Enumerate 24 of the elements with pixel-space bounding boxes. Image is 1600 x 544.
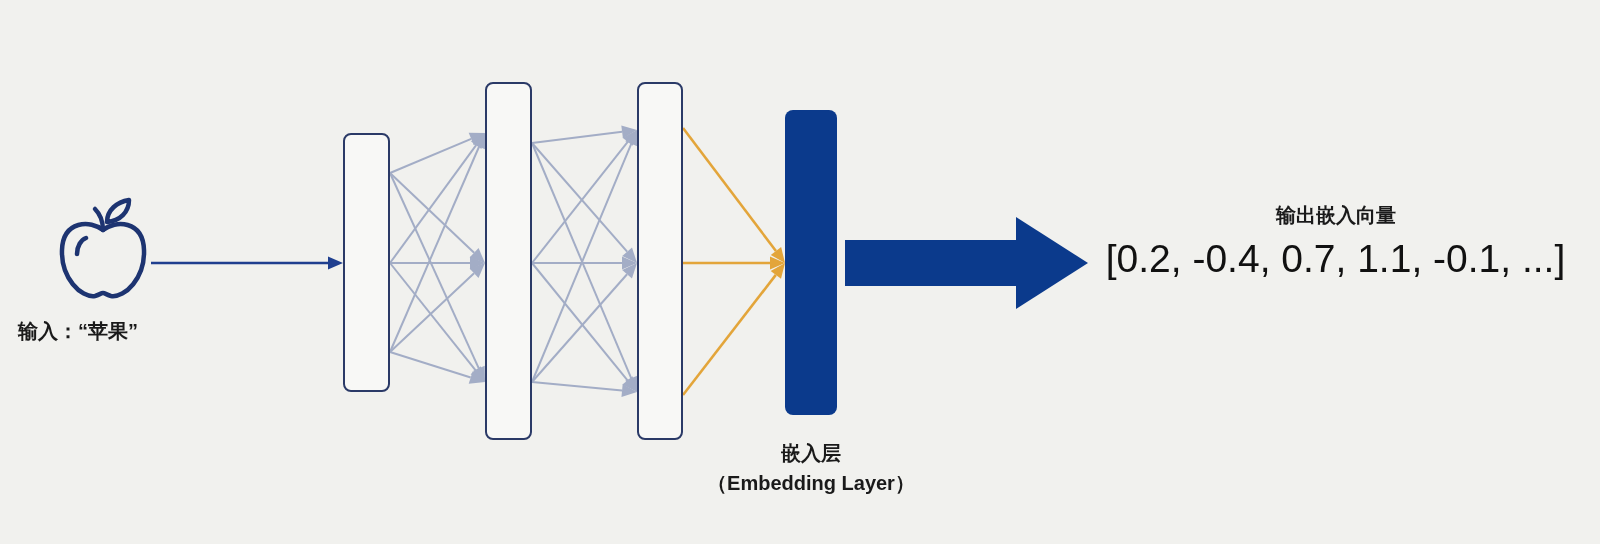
arrow: [151, 256, 343, 270]
node-label: （Embedding Layer）: [707, 471, 915, 496]
arrow: [531, 381, 637, 398]
heading: 输出嵌入向量: [1275, 202, 1396, 228]
node-label: 输入：“苹果”: [18, 319, 138, 344]
arrow: [389, 172, 485, 263]
arrow: [389, 351, 485, 384]
arrow: [681, 263, 785, 396]
layer-box: [637, 82, 683, 440]
block-arrow: [845, 217, 1088, 309]
node-label: 嵌入层: [781, 441, 841, 466]
arrow: [531, 125, 637, 144]
arrow: [389, 132, 485, 174]
vector-text: [0.2, -0.4, 0.7, 1.1, -0.1, ...]: [1105, 236, 1566, 281]
embedding-bar: [785, 110, 837, 415]
arrow: [389, 262, 485, 382]
arrow: [389, 263, 485, 353]
arrow: [683, 256, 785, 270]
arrow: [531, 256, 637, 270]
arrow: [389, 256, 485, 270]
arrow: [681, 127, 785, 263]
arrow: [389, 133, 485, 264]
layer-box: [343, 133, 390, 392]
layer-box: [485, 82, 532, 440]
